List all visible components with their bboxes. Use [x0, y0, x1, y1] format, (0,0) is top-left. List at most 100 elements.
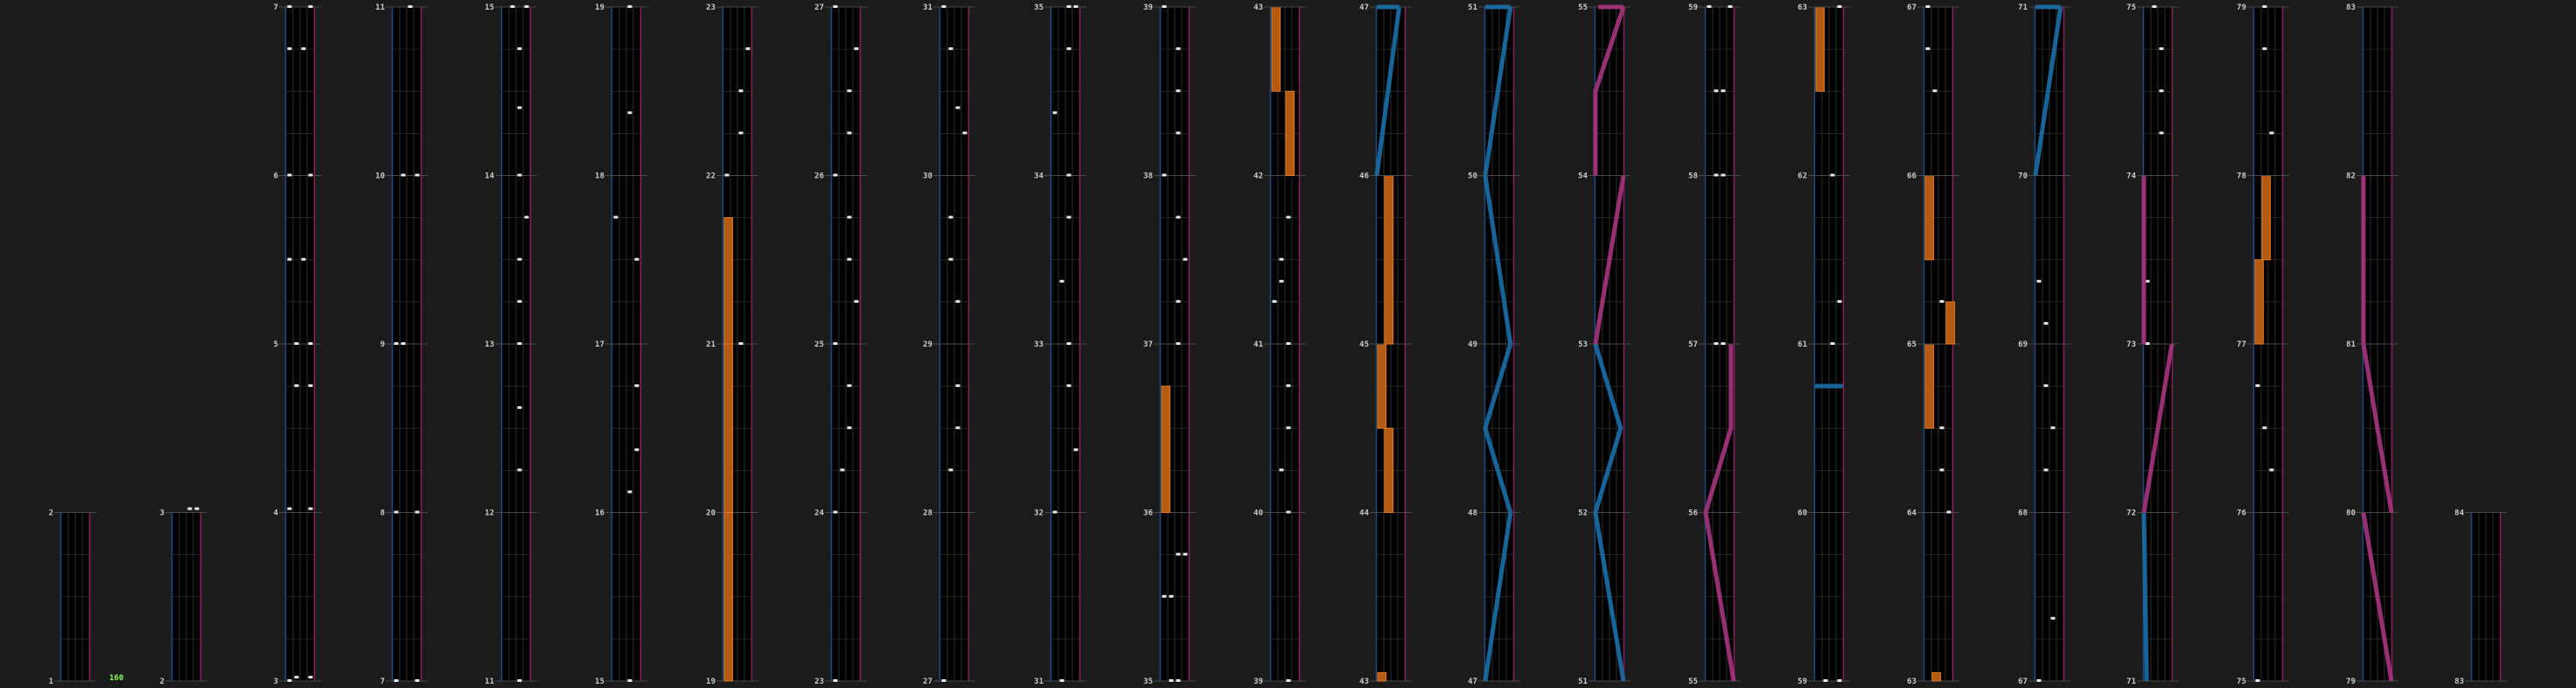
measure-number: 59 [1798, 677, 1807, 686]
measure-number: 67 [2018, 677, 2028, 686]
measure-number: 26 [814, 172, 824, 181]
measure-number: 83 [2454, 677, 2464, 686]
long-note [1924, 175, 1935, 261]
note [1183, 257, 1188, 261]
note [2269, 131, 2274, 135]
measure-number: 54 [1578, 172, 1588, 181]
note [948, 47, 953, 51]
note [1939, 299, 1944, 303]
measure-number: 48 [1468, 509, 1477, 518]
measure-number: 16 [595, 509, 604, 518]
measure-number: 6 [274, 172, 278, 181]
note [833, 510, 838, 514]
note [287, 257, 292, 261]
laser-path [1703, 344, 1734, 514]
measure-number: 15 [485, 4, 494, 12]
measure-number: 21 [706, 340, 716, 349]
measure-number: 62 [1798, 172, 1807, 181]
note [1279, 279, 1284, 283]
note [524, 5, 529, 8]
note [1169, 594, 1174, 598]
measure-number: 44 [1359, 509, 1369, 518]
note [2036, 679, 2042, 682]
note [2152, 5, 2157, 8]
measure-number: 55 [1688, 677, 1698, 686]
measure-number: 3 [160, 509, 164, 518]
measure-number: 79 [2346, 677, 2356, 686]
note [627, 679, 632, 682]
note [941, 679, 946, 682]
note [833, 342, 838, 345]
note [2043, 321, 2049, 325]
measure-number: 24 [814, 509, 824, 518]
note [1286, 679, 1291, 682]
measure-number: 71 [2126, 677, 2136, 686]
measure-number: 30 [923, 172, 932, 181]
note [308, 5, 313, 8]
note [2043, 468, 2049, 472]
measure-number: 10 [375, 172, 385, 181]
note [287, 173, 292, 177]
measure-number: 70 [2018, 172, 2028, 181]
measure-number: 66 [1907, 172, 1916, 181]
note [2159, 131, 2164, 135]
note [2043, 384, 2049, 388]
measure-number: 36 [1143, 509, 1153, 518]
measure-number: 83 [2346, 4, 2356, 12]
note [1176, 679, 1181, 682]
note [301, 257, 306, 261]
measure-number: 27 [814, 4, 824, 12]
note [854, 47, 859, 51]
note [1052, 111, 1058, 115]
long-note [723, 512, 734, 682]
note [415, 173, 420, 177]
note [1286, 342, 1291, 345]
note [1946, 510, 1951, 514]
note [517, 173, 522, 177]
measure-number: 28 [923, 509, 932, 518]
note [2255, 679, 2260, 682]
measure-number: 69 [2018, 340, 2028, 349]
measure-number: 57 [1688, 340, 1698, 349]
measure-number: 71 [2018, 4, 2028, 12]
note [2050, 426, 2056, 430]
measure-number: 39 [1143, 4, 1153, 12]
note [308, 173, 313, 177]
note [627, 490, 632, 494]
note [847, 257, 852, 261]
note [1830, 342, 1835, 345]
note [1286, 510, 1291, 514]
measure-number: 81 [2346, 340, 2356, 349]
note [1279, 468, 1284, 472]
note [1066, 384, 1072, 388]
laser-path [1374, 6, 1402, 176]
long-note [1285, 90, 1295, 176]
measure-number: 49 [1468, 340, 1477, 349]
measure-number: 9 [380, 340, 385, 349]
bpm-label: 160 [109, 674, 124, 683]
measure-number: 53 [1578, 340, 1588, 349]
note [1052, 510, 1058, 514]
note [308, 676, 313, 679]
laser-path [1483, 6, 1513, 176]
note [517, 299, 522, 303]
measure-number: 65 [1907, 340, 1916, 349]
note [1176, 131, 1181, 135]
note [394, 510, 399, 514]
measure-number: 35 [1143, 677, 1153, 686]
note [517, 406, 522, 410]
note [1728, 5, 1733, 8]
measure-number: 77 [2237, 340, 2246, 349]
laser-path [1593, 6, 1626, 176]
measure-number: 67 [1907, 4, 1916, 12]
measure-number: 75 [2237, 677, 2246, 686]
note [394, 342, 399, 345]
note [1176, 552, 1181, 556]
measure-number: 58 [1688, 172, 1698, 181]
measure-number: 75 [2126, 4, 2136, 12]
measure-number: 72 [2126, 509, 2136, 518]
measure-number: 19 [706, 677, 716, 686]
note [1279, 257, 1284, 261]
note [401, 342, 406, 345]
